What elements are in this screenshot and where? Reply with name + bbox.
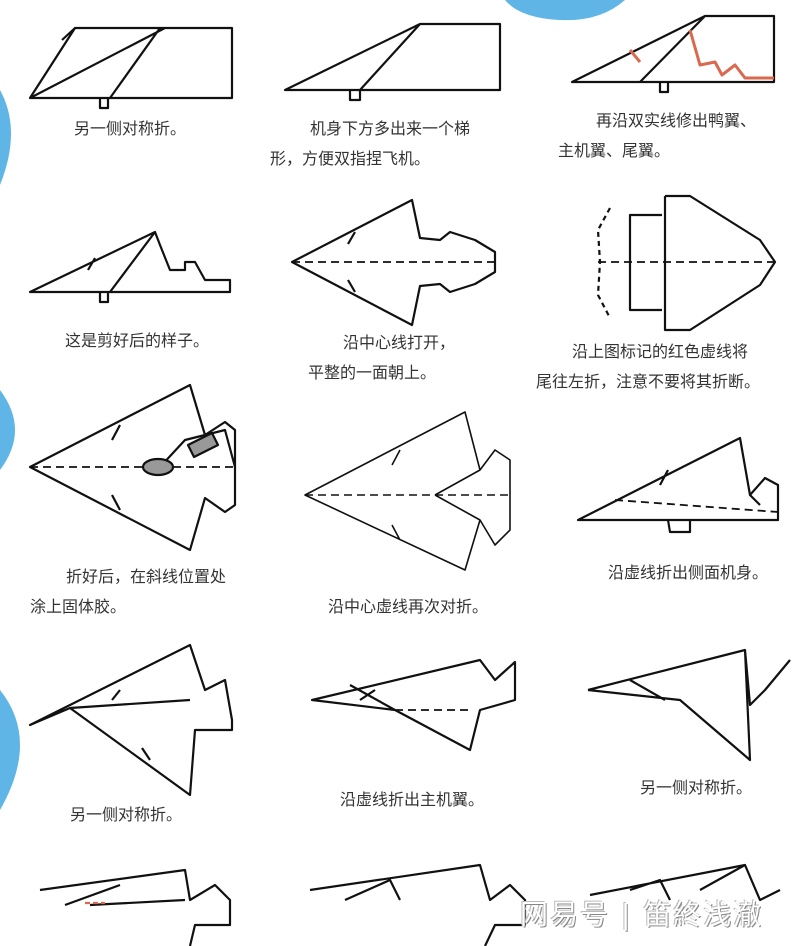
step-8-diagram	[304, 411, 511, 571]
step-12-diagram	[587, 648, 791, 762]
step-3-caption: 再沿双实线修出鸭翼、主机翼、尾翼。	[558, 106, 756, 166]
step-12-caption: 另一侧对称折。	[640, 773, 752, 803]
step-4-diagram	[28, 230, 232, 304]
decorative-blobs	[0, 0, 625, 810]
step-6-caption: 沿上图标记的红色虚线将尾往左折，注意不要将其折断。	[536, 337, 760, 397]
step-1-caption: 另一侧对称折。	[74, 114, 186, 144]
step-13-diagram	[39, 868, 232, 946]
step-15-diagram	[589, 863, 781, 902]
step-11-caption: 沿虚线折出主机翼。	[340, 785, 484, 815]
step-8-caption: 沿中心虚线再次对折。	[328, 592, 488, 622]
step-7-caption: 折好后，在斜线位置处涂上固体胶。	[30, 562, 226, 622]
caption-line: 主机翼、尾翼。	[558, 141, 671, 160]
step-10-diagram	[28, 643, 234, 797]
step-14-diagram	[309, 863, 527, 946]
step-5-caption: 沿中心线打开， 平整的一面朝上。	[308, 328, 455, 388]
caption-line: 再沿双实线修出鸭翼、	[596, 111, 757, 130]
caption-line: 平整的一面朝上。	[308, 363, 437, 382]
step-2-caption: 机身下方多出来一个梯形，方便双指捏飞机。	[270, 114, 470, 174]
step-9-diagram	[576, 436, 780, 534]
caption-line: 另一侧对称折。	[74, 119, 187, 138]
step-2-diagram	[283, 22, 502, 102]
step-11-diagram	[310, 658, 517, 752]
step-1-diagram	[28, 26, 234, 110]
caption-line: 沿中心虚线再次对折。	[328, 597, 489, 616]
step-6-diagram	[596, 194, 777, 332]
caption-line: 沿上图标记的红色虚线将	[572, 342, 749, 361]
step-5-diagram	[290, 198, 497, 327]
caption-line: 沿虚线折出侧面机身。	[608, 563, 769, 582]
caption-line: 折好后，在斜线位置处	[66, 567, 227, 586]
caption-line: 沿中心线打开，	[343, 333, 456, 352]
caption-line: 这是剪好后的样子。	[65, 331, 210, 350]
caption-line: 沿虚线折出主机翼。	[340, 790, 485, 809]
caption-line: 机身下方多出来一个梯	[310, 119, 471, 138]
step-3-diagram	[570, 14, 776, 94]
step-9-caption: 沿虚线折出侧面机身。	[608, 558, 768, 588]
step-4-caption: 这是剪好后的样子。	[65, 326, 209, 356]
caption-line: 尾往左折，注意不要将其折断。	[536, 372, 761, 391]
caption-line: 另一侧对称折。	[640, 778, 753, 797]
caption-line: 另一侧对称折。	[70, 805, 183, 824]
step-7-diagram	[28, 383, 237, 552]
step-10-caption: 另一侧对称折。	[70, 800, 182, 830]
caption-line: 涂上固体胶。	[30, 597, 127, 616]
watermark: 网易号 | 笛終浅澈	[520, 898, 764, 931]
caption-line: 形，方便双指捏飞机。	[270, 149, 431, 168]
